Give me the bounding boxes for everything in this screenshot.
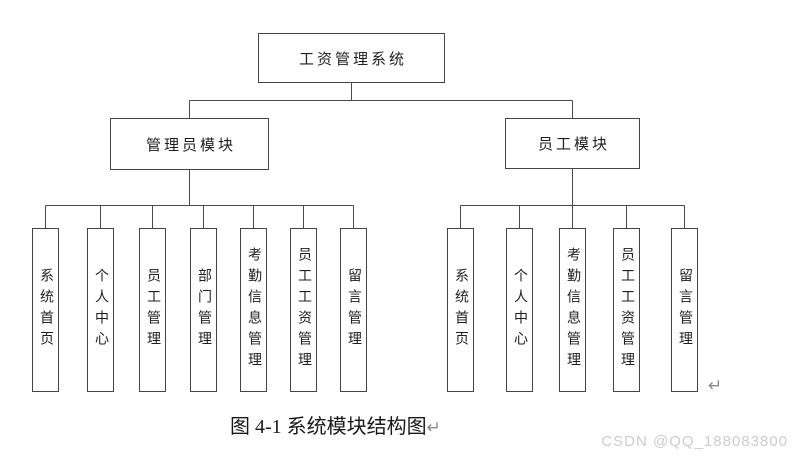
node-admin-home: 系统首页: [32, 228, 59, 392]
paragraph-return-icon: ↵: [426, 418, 441, 438]
node-root-label: 工资管理系统: [298, 49, 407, 68]
node-admin-module: 管理员模块: [110, 118, 269, 170]
paragraph-return-icon: ↵: [708, 376, 723, 396]
node-emp-home: 系统首页: [447, 228, 474, 392]
leaf-label: 个人中心: [93, 268, 109, 352]
node-employee-module: 员工模块: [505, 118, 640, 169]
node-emp-message-mgmt: 留言管理: [671, 228, 698, 392]
leaf-label: 考勤信息管理: [246, 247, 262, 373]
leaf-label: 留言管理: [677, 268, 693, 352]
node-emp-salary-mgmt: 员工工资管理: [613, 228, 640, 392]
node-root-system: 工资管理系统: [258, 33, 445, 83]
leaf-label: 系统首页: [38, 268, 54, 352]
leaf-label: 员工工资管理: [619, 247, 635, 373]
node-admin-label: 管理员模块: [145, 135, 236, 154]
leaf-label: 个人中心: [512, 268, 528, 352]
node-admin-attendance-mgmt: 考勤信息管理: [240, 228, 267, 392]
figure-caption-text: 图 4-1 系统模块结构图: [230, 416, 427, 438]
node-employee-label: 员工模块: [537, 135, 610, 153]
leaf-label: 部门管理: [196, 268, 212, 352]
leaf-label: 留言管理: [346, 268, 362, 352]
node-emp-attendance-mgmt: 考勤信息管理: [559, 228, 586, 392]
node-admin-salary-mgmt: 员工工资管理: [290, 228, 317, 392]
node-admin-personal-center: 个人中心: [87, 228, 114, 392]
leaf-label: 考勤信息管理: [565, 247, 581, 373]
figure-caption: 图 4-1 系统模块结构图↵: [230, 410, 490, 439]
leaf-label: 系统首页: [453, 268, 469, 352]
leaf-label: 员工管理: [145, 268, 161, 352]
csdn-watermark: CSDN @QQ_188083800: [601, 433, 788, 450]
node-admin-message-mgmt: 留言管理: [340, 228, 367, 392]
node-admin-department-mgmt: 部门管理: [190, 228, 217, 392]
leaf-label: 员工工资管理: [296, 247, 312, 373]
node-admin-employee-mgmt: 员工管理: [139, 228, 166, 392]
node-emp-personal-center: 个人中心: [506, 228, 533, 392]
